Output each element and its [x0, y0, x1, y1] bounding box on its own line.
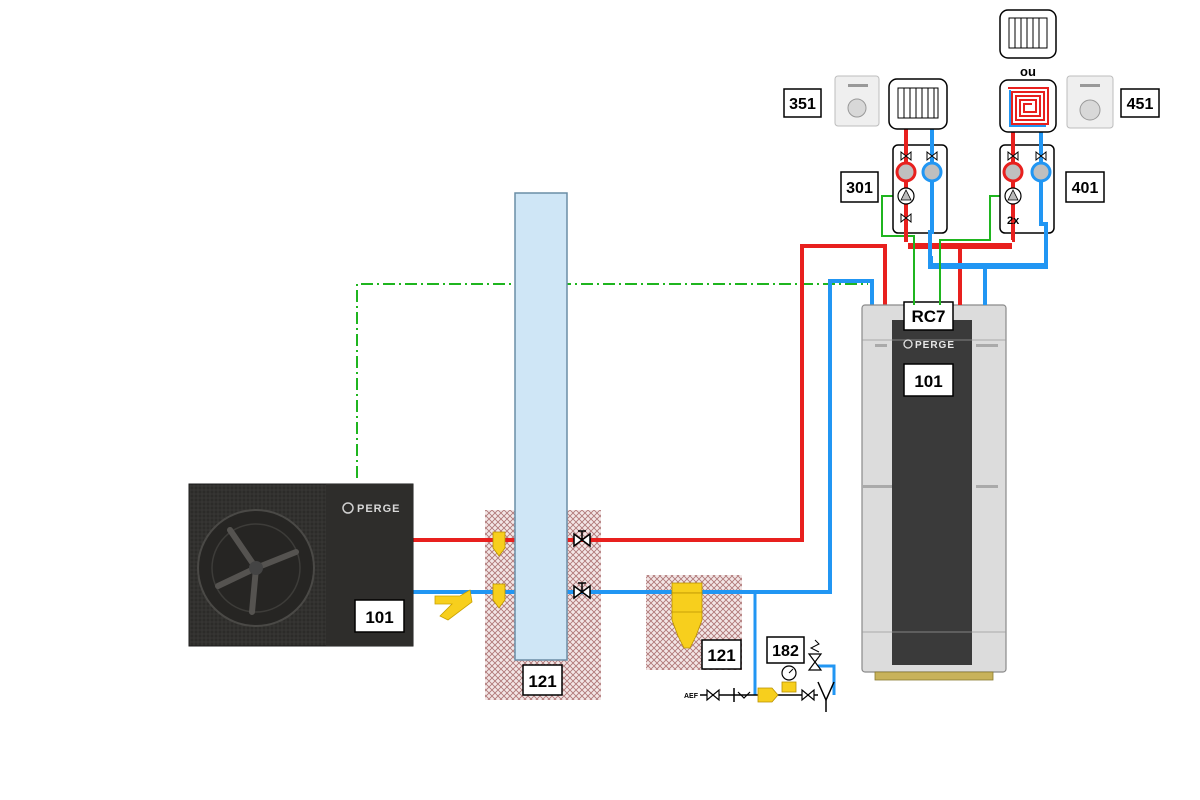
circuit-2-label: 401: [1072, 180, 1099, 197]
filling-line: [700, 687, 818, 703]
air-separator-supply: [492, 531, 506, 557]
drain-funnel-icon: [817, 681, 835, 712]
supply-pipe-main: [412, 244, 887, 542]
indoor-unit-label-box: [903, 363, 954, 397]
filter-hatch-label-box: [701, 639, 742, 670]
buffer-hatch-label-box: [522, 664, 563, 696]
controller-label: RC7: [911, 307, 945, 326]
thermostat-2-label-box: [1120, 88, 1160, 118]
room-thermostat-2: [1066, 75, 1114, 129]
heat-pump-outdoor-unit: [188, 483, 414, 647]
indoor-unit: [861, 304, 1007, 681]
indoor-unit-label: 101: [914, 372, 942, 391]
pump-group-circuit-1: [892, 110, 948, 266]
svg-text:PERGE: PERGE: [357, 503, 401, 515]
pump-group-circuit-2: [999, 132, 1055, 266]
control-cable-heat-pump: [356, 283, 868, 478]
or-label: ou: [1020, 64, 1036, 79]
safety-relief-pipe: [818, 664, 836, 695]
circuit-2-label-box: [1065, 171, 1105, 203]
buffer-tank: [514, 192, 568, 661]
thermostat-2-label: 451: [1127, 96, 1154, 113]
dirt-separator: [671, 582, 703, 649]
thermostat-1-label-box: [783, 88, 822, 118]
control-wire-circuit-2: [939, 195, 1006, 305]
underfloor-heating-icon: [999, 79, 1057, 133]
controller-label-box: [903, 301, 954, 331]
strainer-icon: [434, 589, 473, 621]
radiator-icon-alt: [999, 9, 1057, 59]
circuit-1-label-box: [840, 171, 879, 203]
room-thermostat-1: [834, 75, 880, 127]
air-separator-return: [492, 583, 506, 609]
svg-text:PERGE: PERGE: [915, 340, 955, 351]
buffer-hatch-label: 121: [528, 672, 556, 691]
control-wire-circuit-1: [881, 195, 915, 305]
safety-group-label: 182: [772, 643, 799, 660]
thermostat-1-label: 351: [789, 96, 816, 113]
pressure-gauge-icon: [781, 665, 797, 693]
valve-supply: [573, 530, 591, 548]
valve-return: [573, 582, 591, 600]
circuit-1-label: 301: [846, 180, 873, 197]
cold-water-inlet-label: AEF: [684, 693, 699, 700]
brand-logo-heat-pump: PERGE: [342, 502, 401, 515]
radiator-icon: [888, 78, 948, 130]
safety-group-label-box: [766, 636, 805, 664]
safety-valve-icon: [807, 639, 823, 671]
brand-logo-indoor: PERGE: [903, 339, 955, 351]
heat-pump-label: 101: [365, 608, 393, 627]
filter-hatch-label: 121: [707, 646, 735, 665]
pump-count-label: 2x: [1007, 215, 1020, 227]
heat-pump-label-box: [354, 599, 405, 633]
